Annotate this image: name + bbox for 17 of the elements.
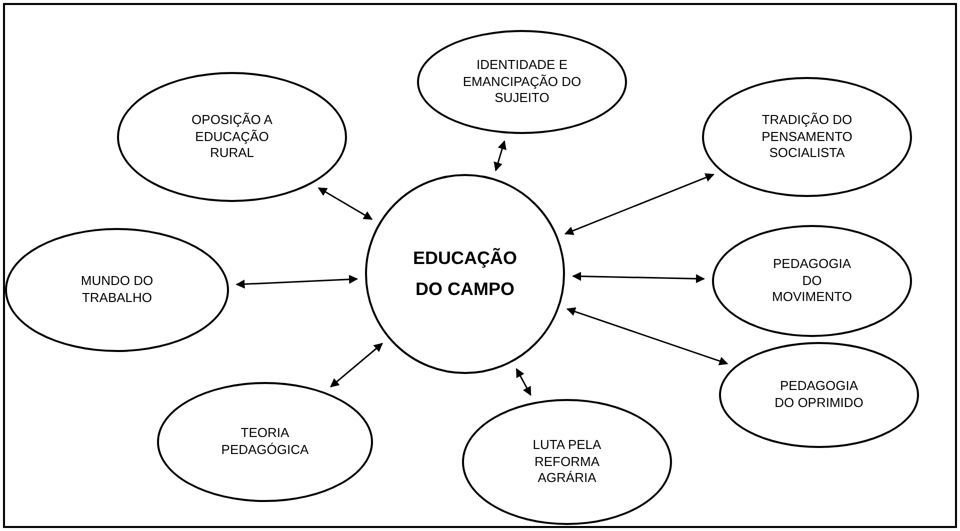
- topic-label: TRADIÇÃO DO PENSAMENTO SOCIALISTA: [760, 112, 854, 162]
- topic-label: IDENTIDADE E EMANCIPAÇÃO DO SUJEITO: [462, 56, 582, 108]
- double-arrow: [494, 140, 506, 172]
- topic-label: LUTA PELA REFORMA AGRÁRIA: [532, 436, 602, 488]
- topic-label: OPOSIÇÃO A EDUCAÇÃO RURAL: [190, 112, 274, 162]
- double-arrow: [516, 368, 532, 396]
- central-title: EDUCAÇÃO DO CAMPO: [412, 247, 518, 301]
- double-arrow: [566, 307, 728, 366]
- double-arrow: [318, 187, 373, 220]
- double-arrow: [564, 173, 714, 235]
- topic-label: PEDAGOGIA DO MOVIMENTO: [771, 256, 853, 306]
- double-arrow: [572, 272, 705, 284]
- topic-label: MUNDO DO TRABALHO: [80, 273, 154, 307]
- double-arrow: [236, 274, 358, 289]
- double-arrow: [330, 342, 383, 388]
- topic-label: PEDAGOGIA DO OPRIMIDO: [774, 378, 864, 412]
- topic-label: TEORIA PEDAGÓGICA: [220, 425, 310, 459]
